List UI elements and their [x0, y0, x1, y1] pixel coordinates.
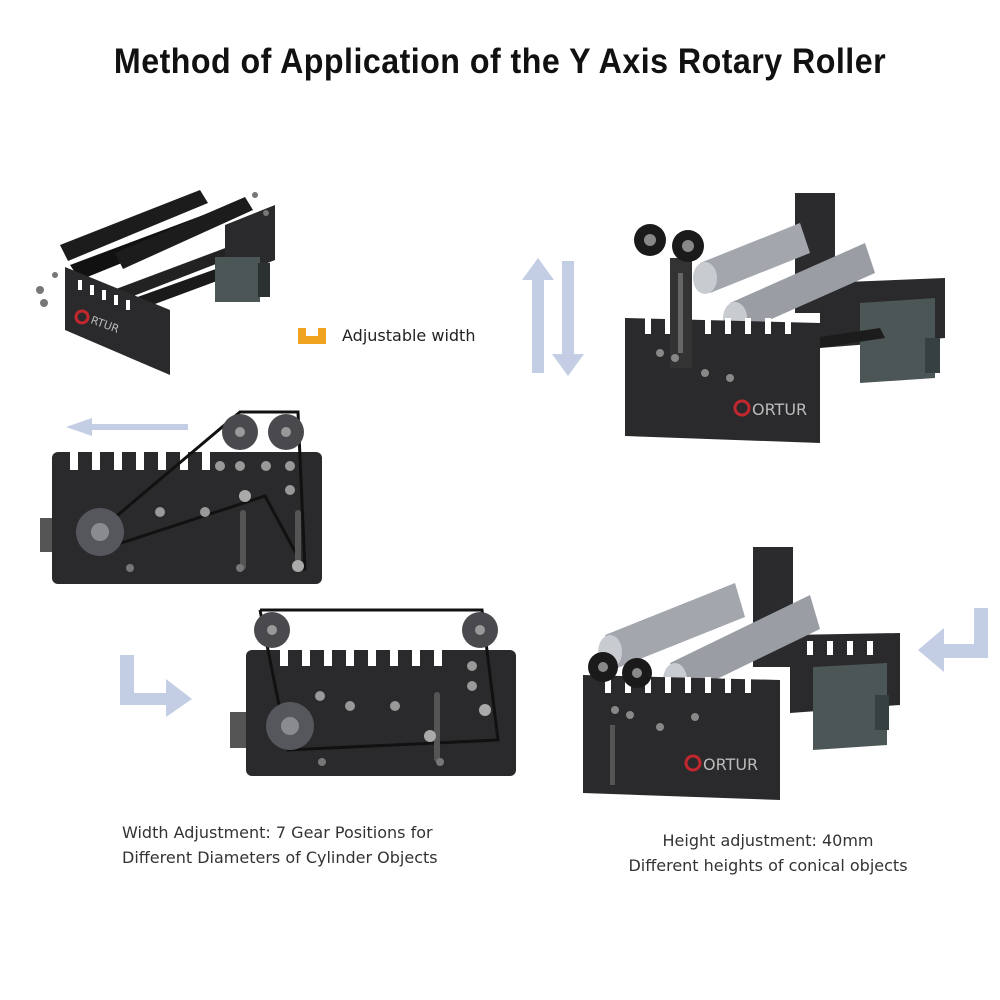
height-caption-line-1: Height adjustment: 40mm — [662, 831, 874, 850]
height-caption-line-2: Different heights of conical objects — [628, 856, 908, 875]
width-caption-line-2: Different Diameters of Cylinder Objects — [122, 848, 438, 867]
width-caption-line-1: Width Adjustment: 7 Gear Positions for — [122, 823, 433, 842]
up-down-arrows-icon — [522, 258, 584, 376]
side-view-wide-image — [230, 608, 516, 776]
page-title: Method of Application of the Y Axis Rota… — [113, 42, 887, 81]
exploded-rotary-image: RTUR — [36, 190, 275, 375]
height-adjustment-caption: Height adjustment: 40mm Different height… — [600, 828, 936, 878]
brand-logo: ORTUR — [752, 400, 807, 419]
width-adjustment-caption: Width Adjustment: 7 Gear Positions for D… — [122, 820, 438, 870]
side-view-narrow-image — [40, 410, 322, 584]
width-bracket-icon — [298, 328, 326, 344]
rotary-lowered-image: ORTUR — [583, 547, 900, 800]
left-arrow-icon — [66, 418, 188, 436]
brand-logo: ORTUR — [703, 755, 758, 774]
rotary-raised-image: ORTUR — [625, 193, 945, 443]
adjustable-width-legend: Adjustable width — [296, 324, 475, 346]
down-right-arrow-icon — [120, 655, 192, 717]
adjustable-width-label: Adjustable width — [342, 325, 476, 345]
return-arrow-icon — [918, 608, 988, 672]
